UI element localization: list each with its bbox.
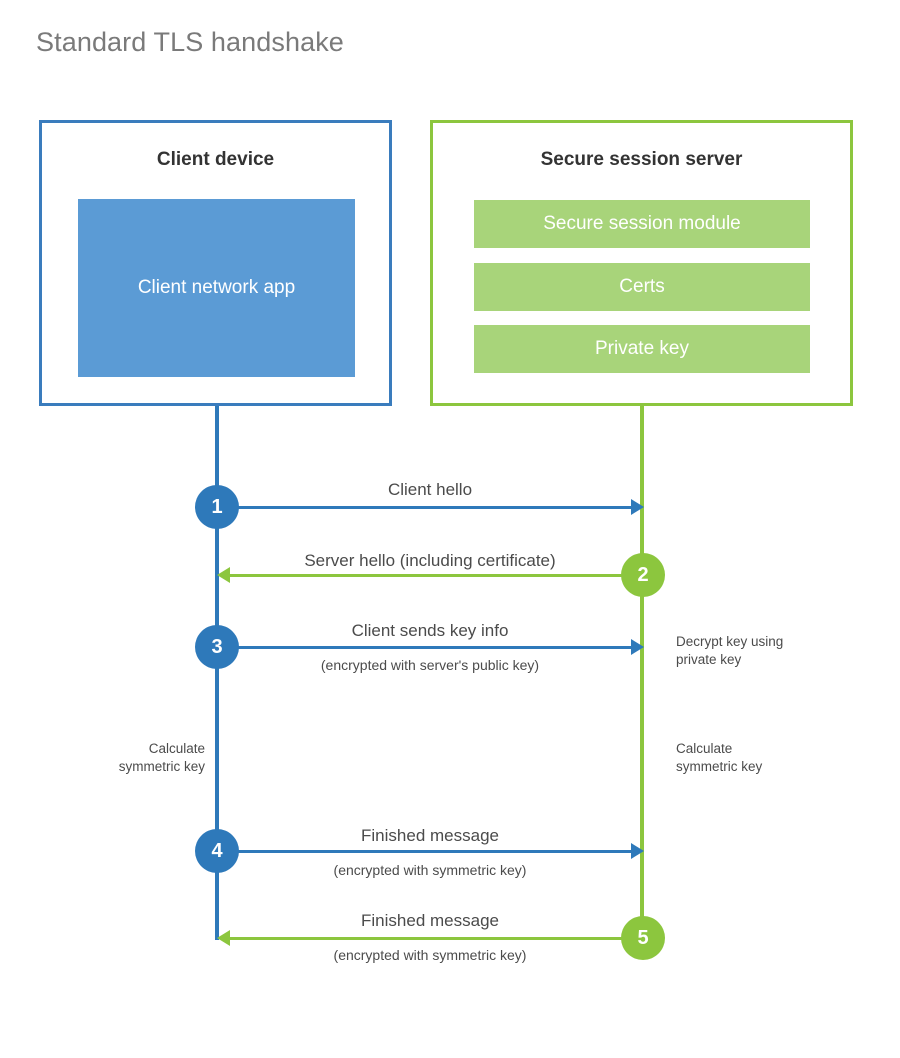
note-calc-server-line-2: symmetric key: [676, 759, 763, 775]
step-5-arrow-line: [230, 937, 630, 940]
note-calculate-symmetric-key-server: Calculate symmetric key: [676, 740, 861, 776]
step-1-arrow-line: [226, 506, 631, 509]
note-calculate-symmetric-key-client: Calculate symmetric key: [20, 740, 205, 776]
step-1-label: Client hello: [387, 480, 473, 499]
step-4-label: Finished message: [361, 826, 499, 845]
client-device-panel: Client device Client network app: [39, 120, 392, 406]
note-decrypt-key-line-1: Decrypt key using: [676, 634, 784, 649]
step-2-arrow-head-icon: [217, 567, 230, 583]
step-4-sublabel: (encrypted with symmetric key): [333, 862, 527, 878]
step-4-arrow-head-icon: [631, 843, 644, 859]
step-2-badge: 2: [621, 553, 665, 597]
step-5-arrow-head-icon: [217, 930, 230, 946]
step-4-badge: 4: [195, 829, 239, 873]
step-4-arrow-line: [226, 850, 631, 853]
step-3-arrow-line: [226, 646, 631, 649]
client-network-app-block: Client network app: [78, 199, 355, 377]
step-5-sublabel: (encrypted with symmetric key): [333, 947, 527, 963]
step-1-badge: 1: [195, 485, 239, 529]
server-lifeline: [640, 406, 644, 940]
step-2-arrow-line: [230, 574, 630, 577]
step-1-arrow-head-icon: [631, 499, 644, 515]
step-3-arrow-head-icon: [631, 639, 644, 655]
secure-session-server-title: Secure session server: [540, 149, 743, 170]
note-calc-client-line-2: symmetric key: [118, 759, 205, 775]
step-5-label: Finished message: [361, 911, 499, 930]
step-2-label: Server hello (including certificate): [304, 551, 556, 570]
note-decrypt-key: Decrypt key using private key: [676, 633, 846, 669]
note-calc-client-line-1: Calculate: [148, 741, 205, 756]
step-5-badge: 5: [621, 916, 665, 960]
step-3-badge: 3: [195, 625, 239, 669]
client-device-title: Client device: [156, 149, 275, 170]
certs-block: Certs: [474, 263, 810, 311]
note-decrypt-key-line-2: private key: [676, 652, 742, 668]
secure-session-server-panel: Secure session server Secure session mod…: [430, 120, 853, 406]
client-lifeline: [215, 406, 219, 940]
page-title: Standard TLS handshake: [36, 27, 344, 57]
secure-session-module-block: Secure session module: [474, 200, 810, 248]
private-key-block: Private key: [474, 325, 810, 373]
note-calc-server-line-1: Calculate: [676, 741, 733, 756]
step-3-label: Client sends key info: [351, 621, 509, 640]
step-3-sublabel: (encrypted with server's public key): [320, 657, 540, 673]
